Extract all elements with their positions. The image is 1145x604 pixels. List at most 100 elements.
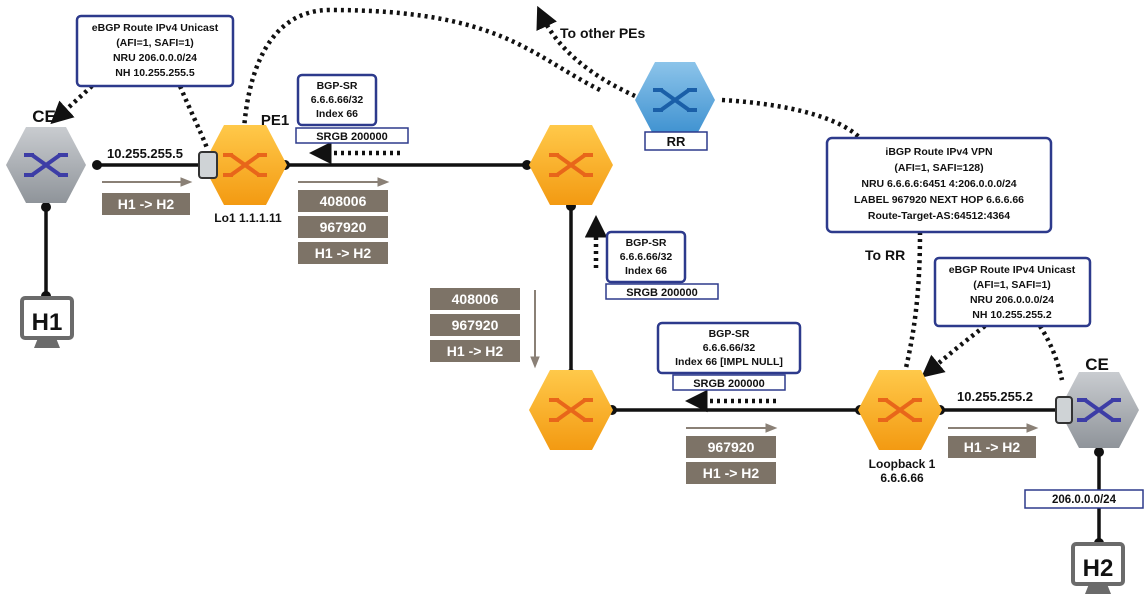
ebgp-left-line2: (AFI=1, SAFI=1) bbox=[116, 37, 194, 49]
stack-ce-pe1: H1 -> H2 bbox=[102, 193, 190, 215]
ibgp-line1: iBGP Route IPv4 VPN bbox=[885, 146, 992, 158]
label-stack-text: H1 -> H2 bbox=[703, 465, 760, 481]
stack-top: 408006 967920 H1 -> H2 bbox=[298, 190, 388, 264]
label-stack-cell bbox=[298, 242, 388, 264]
stack-left: 408006 967920 H1 -> H2 bbox=[430, 288, 520, 362]
bgpsr-bottom-line2: 6.6.6.66/32 bbox=[703, 342, 756, 354]
rr-label-box bbox=[644, 131, 708, 151]
switch-arrows-icon bbox=[549, 398, 593, 422]
ebgp-right-box: eBGP Route IPv4 Unicast (AFI=1, SAFI=1) … bbox=[933, 256, 1092, 328]
switch-arrows-icon bbox=[223, 153, 267, 177]
bgpsr-bottom-line3: Index 66 [IMPL NULL] bbox=[675, 356, 783, 368]
bgpsr-mid-line3: Index 66 bbox=[625, 265, 667, 277]
ce-left-router[interactable] bbox=[6, 127, 86, 203]
rr-label: RR bbox=[667, 134, 686, 149]
to-rr-label: To RR bbox=[865, 247, 905, 263]
ebgp-right-to-pe2-dotted bbox=[921, 324, 987, 378]
label-stack-text: H1 -> H2 bbox=[315, 245, 372, 261]
label-stack-text: 408006 bbox=[320, 193, 367, 209]
label-stack-cell bbox=[102, 193, 190, 215]
ebgp-left-line4: NH 10.255.255.5 bbox=[115, 67, 195, 79]
pe2-to-rr-dotted bbox=[902, 231, 923, 373]
label-stack-text: 967920 bbox=[320, 219, 367, 235]
ebgp-right-line2: (AFI=1, SAFI=1) bbox=[973, 279, 1051, 291]
ebgp-left-to-pe1-dotted bbox=[177, 85, 210, 149]
label-stack-cell bbox=[686, 436, 776, 458]
h1-label: H1 bbox=[32, 309, 63, 336]
bgpsr-top-box: BGP-SR 6.6.6.66/32 Index 66 SRGB 200000 bbox=[295, 73, 409, 144]
prefix-box bbox=[1024, 489, 1144, 509]
ibgp-vpn-box: iBGP Route IPv4 VPN (AFI=1, SAFI=128) NR… bbox=[825, 136, 1053, 234]
label-stack-text: 967920 bbox=[708, 439, 755, 455]
ibgp-line2: (AFI=1, SAFI=128) bbox=[894, 162, 983, 174]
ce-right-label: CE bbox=[1085, 355, 1109, 374]
bgpsr-mid-box: BGP-SR 6.6.6.66/32 Index 66 SRGB 200000 bbox=[605, 230, 719, 300]
switch-arrows-icon bbox=[1077, 398, 1121, 422]
ebgp-left-box: eBGP Route IPv4 Unicast (AFI=1, SAFI=1) … bbox=[75, 14, 235, 88]
ebgp-left-to-ce-dotted bbox=[50, 84, 94, 125]
to-other-pes-dotted bbox=[536, 5, 636, 99]
rr-to-ibgp-dotted bbox=[721, 97, 862, 140]
ebgp-right-line3: NRU 206.0.0.0/24 bbox=[970, 294, 1054, 306]
ce-right-router[interactable] bbox=[1059, 372, 1139, 448]
monitor-stand-icon bbox=[1085, 584, 1111, 594]
pe1-interface-icon bbox=[198, 151, 218, 179]
switch-arrows-icon bbox=[24, 153, 68, 177]
ip-left-label: 10.255.255.5 bbox=[107, 146, 183, 161]
bgpsr-bottom-srgb: SRGB 200000 bbox=[693, 378, 765, 390]
bgpsr-mid-line2: 6.6.6.66/32 bbox=[620, 251, 673, 263]
bgpsr-top-line3: Index 66 bbox=[316, 108, 358, 120]
monitor-stand-icon bbox=[34, 338, 60, 348]
p-router-bottom[interactable] bbox=[529, 370, 613, 450]
label-stack-cell bbox=[298, 216, 388, 238]
label-stack-cell bbox=[430, 288, 520, 310]
bgpsr-top-line1: BGP-SR bbox=[317, 80, 358, 92]
prefix-label: 206.0.0.0/24 bbox=[1052, 494, 1117, 506]
links bbox=[44, 163, 1101, 545]
ebgp-right-line1: eBGP Route IPv4 Unicast bbox=[949, 264, 1076, 276]
ce-left-label: CE bbox=[32, 107, 56, 126]
stack-bottom: 967920 H1 -> H2 bbox=[686, 436, 776, 484]
h2-label: H2 bbox=[1083, 555, 1114, 582]
bgpsr-bottom-box: BGP-SR 6.6.6.66/32 Index 66 [IMPL NULL] … bbox=[656, 321, 802, 391]
label-stack-cell bbox=[686, 462, 776, 484]
bgpsr-mid-srgb: SRGB 200000 bbox=[626, 287, 698, 299]
stack-right: H1 -> H2 bbox=[948, 436, 1036, 458]
label-stacks: H1 -> H2 408006 967920 H1 -> H2 408006 967920… bbox=[102, 190, 1036, 484]
label-stack-text: H1 -> H2 bbox=[964, 439, 1021, 455]
host-h1[interactable]: H1 bbox=[20, 296, 74, 348]
rr-to-pe1-dotted bbox=[232, 7, 602, 157]
label-stack-text: 967920 bbox=[452, 317, 499, 333]
pe2-router[interactable] bbox=[858, 370, 942, 450]
to-other-pes-label: To other PEs bbox=[560, 25, 646, 41]
loopback-label-1: Loopback 1 bbox=[869, 457, 936, 471]
ce-right-interface-icon bbox=[1055, 396, 1073, 424]
bgpsr-top-srgb: SRGB 200000 bbox=[316, 131, 388, 143]
label-stack-text: H1 -> H2 bbox=[118, 196, 175, 212]
ibgp-line5: Route-Target-AS:64512:4364 bbox=[868, 210, 1010, 222]
ebgp-right-line4: NH 10.255.255.2 bbox=[972, 309, 1052, 321]
ibgp-line4: LABEL 967920 NEXT HOP 6.6.6.66 bbox=[854, 194, 1024, 206]
loopback-label-2: 6.6.6.66 bbox=[880, 471, 924, 485]
switch-arrows-icon bbox=[878, 398, 922, 422]
label-stack-cell bbox=[430, 340, 520, 362]
label-stack-text: H1 -> H2 bbox=[447, 343, 504, 359]
p-router-top[interactable] bbox=[529, 125, 613, 205]
ibgp-line3: NRU 6.6.6.6:6451 4:206.0.0.0/24 bbox=[861, 178, 1016, 190]
rr-router[interactable] bbox=[635, 62, 715, 138]
ebgp-left-line1: eBGP Route IPv4 Unicast bbox=[92, 22, 219, 34]
host-h2[interactable]: H2 bbox=[1071, 542, 1125, 594]
label-stack-cell bbox=[298, 190, 388, 212]
ip-right-label: 10.255.255.2 bbox=[957, 389, 1033, 404]
label-stack-text: 408006 bbox=[452, 291, 499, 307]
pe1-router[interactable] bbox=[203, 125, 287, 205]
lo1-label: Lo1 1.1.1.11 bbox=[214, 211, 282, 225]
switch-arrows-icon bbox=[653, 88, 697, 112]
control-plane-paths bbox=[50, 5, 1065, 413]
pe1-label: PE1 bbox=[261, 112, 289, 129]
data-plane-arrows bbox=[102, 177, 1039, 433]
bgpsr-top-line2: 6.6.6.66/32 bbox=[311, 94, 364, 106]
label-stack-cell bbox=[430, 314, 520, 336]
